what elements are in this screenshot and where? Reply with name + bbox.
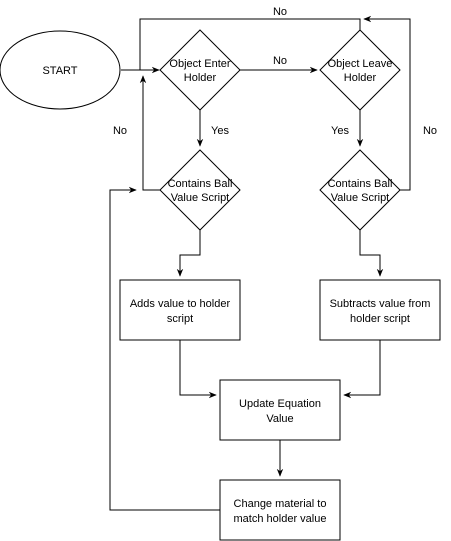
contains-right-label-line2: Value Script <box>331 192 390 204</box>
contains-right-label-line1: Contains Ball <box>328 178 393 190</box>
start-node: START <box>0 30 121 110</box>
process-adds-value: Adds value to holder script <box>119 279 241 341</box>
change-label-line1: Change material to <box>234 498 327 510</box>
edge-label-left-loop: No <box>113 125 127 137</box>
edge-label-right-loop: No <box>423 125 437 137</box>
edge-left-loop <box>139 75 161 191</box>
contains-left-label-line1: Contains Ball <box>168 178 233 190</box>
object-leave-label-line1: Object Leave <box>328 58 393 70</box>
adds-label-line1: Adds value to holder <box>130 298 231 310</box>
start-label: START <box>42 65 77 77</box>
object-leave-label-line2: Holder <box>344 72 377 84</box>
contains-left-label-line2: Value Script <box>171 192 230 204</box>
edge-label-top-loop: No <box>273 6 287 18</box>
subtracts-label-line1: Subtracts value from <box>330 298 431 310</box>
update-label-line1: Update Equation <box>239 398 321 410</box>
edge-right-loop <box>363 15 411 191</box>
decision-contains-right: Contains Ball Value Script <box>319 149 401 231</box>
decision-object-enter: Object Enter Holder <box>159 29 241 111</box>
process-update-equation: Update Equation Value <box>219 379 341 441</box>
decision-contains-left: Contains Ball Value Script <box>159 149 241 231</box>
edge-change-loop <box>109 186 220 511</box>
edge-label-leave-yes: Yes <box>331 125 349 137</box>
object-enter-label-line1: Object Enter <box>169 58 230 70</box>
edge-top-loop <box>139 18 361 71</box>
decision-object-leave: Object Leave Holder <box>319 29 401 111</box>
object-enter-label-line2: Holder <box>184 72 217 84</box>
adds-label-line2: script <box>167 313 193 325</box>
edge-label-enter-to-leave: No <box>273 55 287 67</box>
edge-label-enter-yes: Yes <box>211 125 229 137</box>
process-change-material: Change material to match holder value <box>219 479 341 541</box>
edge-adds-to-update <box>179 340 217 399</box>
edge-subtracts-to-update <box>343 340 381 399</box>
subtracts-label-line2: holder script <box>350 313 410 325</box>
update-label-line2: Value <box>266 413 293 425</box>
change-label-line2: match holder value <box>234 513 327 525</box>
process-subtracts-value: Subtracts value from holder script <box>319 279 441 341</box>
edge-contains-left-to-adds <box>176 230 201 277</box>
edge-contains-right-to-subtracts <box>359 230 384 277</box>
